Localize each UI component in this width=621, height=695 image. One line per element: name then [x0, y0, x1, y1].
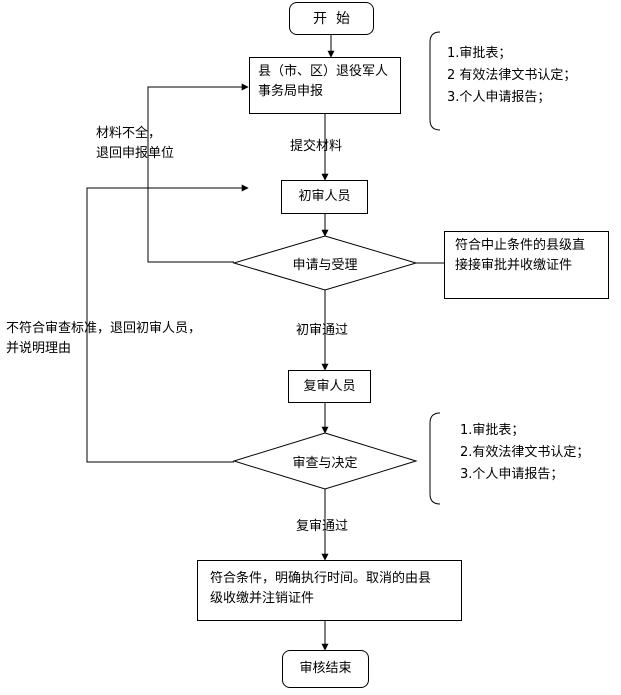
end-node: 审核结束	[282, 650, 369, 688]
accept-decision-label-wrap: 申请与受理	[234, 236, 416, 290]
bottom-note-2: 2.有效法律文书认定；	[460, 445, 590, 460]
first-pass-label: 初审通过	[296, 323, 349, 338]
final-action-node: 符合条件，明确执行时间。取消的由县 级收缴并注销证件	[197, 560, 462, 621]
start-node: 开 始	[289, 2, 374, 35]
submit-materials-label: 提交材料	[290, 139, 343, 154]
brace-top	[429, 31, 441, 131]
top-note-2: 2 有效法律文书认定；	[447, 68, 577, 83]
county-office-node: 县（市、区）退役军人 事务局申报	[249, 57, 401, 114]
brace-bottom	[429, 412, 441, 505]
review-decision-label-wrap: 审查与决定	[234, 433, 416, 489]
direct-approval-line-1: 符合中止条件的县级直	[455, 238, 586, 253]
not-compliant-line-1: 不符合审查标准，退回初审人员，	[6, 321, 202, 336]
arrow-incomplete-return	[147, 83, 249, 263]
start-label: 开 始	[313, 10, 350, 27]
top-note-3: 3.个人申请报告；	[447, 90, 551, 105]
bottom-notes: 1.审批表； 2.有效法律文书认定； 3.个人申请报告；	[460, 420, 589, 486]
top-note-1: 1.审批表；	[447, 46, 512, 61]
incomplete-materials-label: 材料不全， 退回申报单位	[96, 124, 174, 164]
county-office-line-2: 事务局申报	[258, 84, 324, 99]
incomplete-line-2: 退回申报单位	[96, 146, 175, 161]
second-pass-label: 复审通过	[296, 519, 349, 534]
final-action-line-2: 级收缴并注销证件	[210, 591, 315, 606]
second-reviewer-label: 复审人员	[303, 378, 356, 394]
second-reviewer-node: 复审人员	[288, 370, 371, 403]
final-action-line-1: 符合条件，明确执行时间。取消的由县	[210, 571, 432, 586]
direct-approval-line-2: 接接审批并收缴证件	[455, 258, 573, 273]
first-reviewer-node: 初审人员	[281, 180, 368, 214]
accept-decision-diamond	[232, 235, 418, 291]
top-notes: 1.审批表； 2 有效法律文书认定； 3.个人申请报告；	[447, 43, 576, 109]
not-compliant-line-2: 并说明理由	[6, 341, 72, 356]
bottom-note-1: 1.审批表；	[460, 423, 525, 438]
review-decision-label: 审查与决定	[292, 455, 358, 471]
accept-decision-label: 申请与受理	[292, 257, 358, 273]
incomplete-line-1: 材料不全，	[96, 126, 162, 141]
review-decision-diamond	[232, 432, 418, 490]
end-label: 审核结束	[299, 661, 352, 676]
direct-approval-node: 符合中止条件的县级直 接接审批并收缴证件	[444, 231, 609, 299]
county-office-line-1: 县（市、区）退役军人	[258, 64, 389, 79]
bottom-note-3: 3.个人申请报告；	[460, 467, 564, 482]
not-compliant-label: 不符合审查标准，退回初审人员， 并说明理由	[6, 319, 201, 359]
first-reviewer-label: 初审人员	[298, 189, 351, 204]
arrow-not-compliant-return	[86, 184, 249, 463]
